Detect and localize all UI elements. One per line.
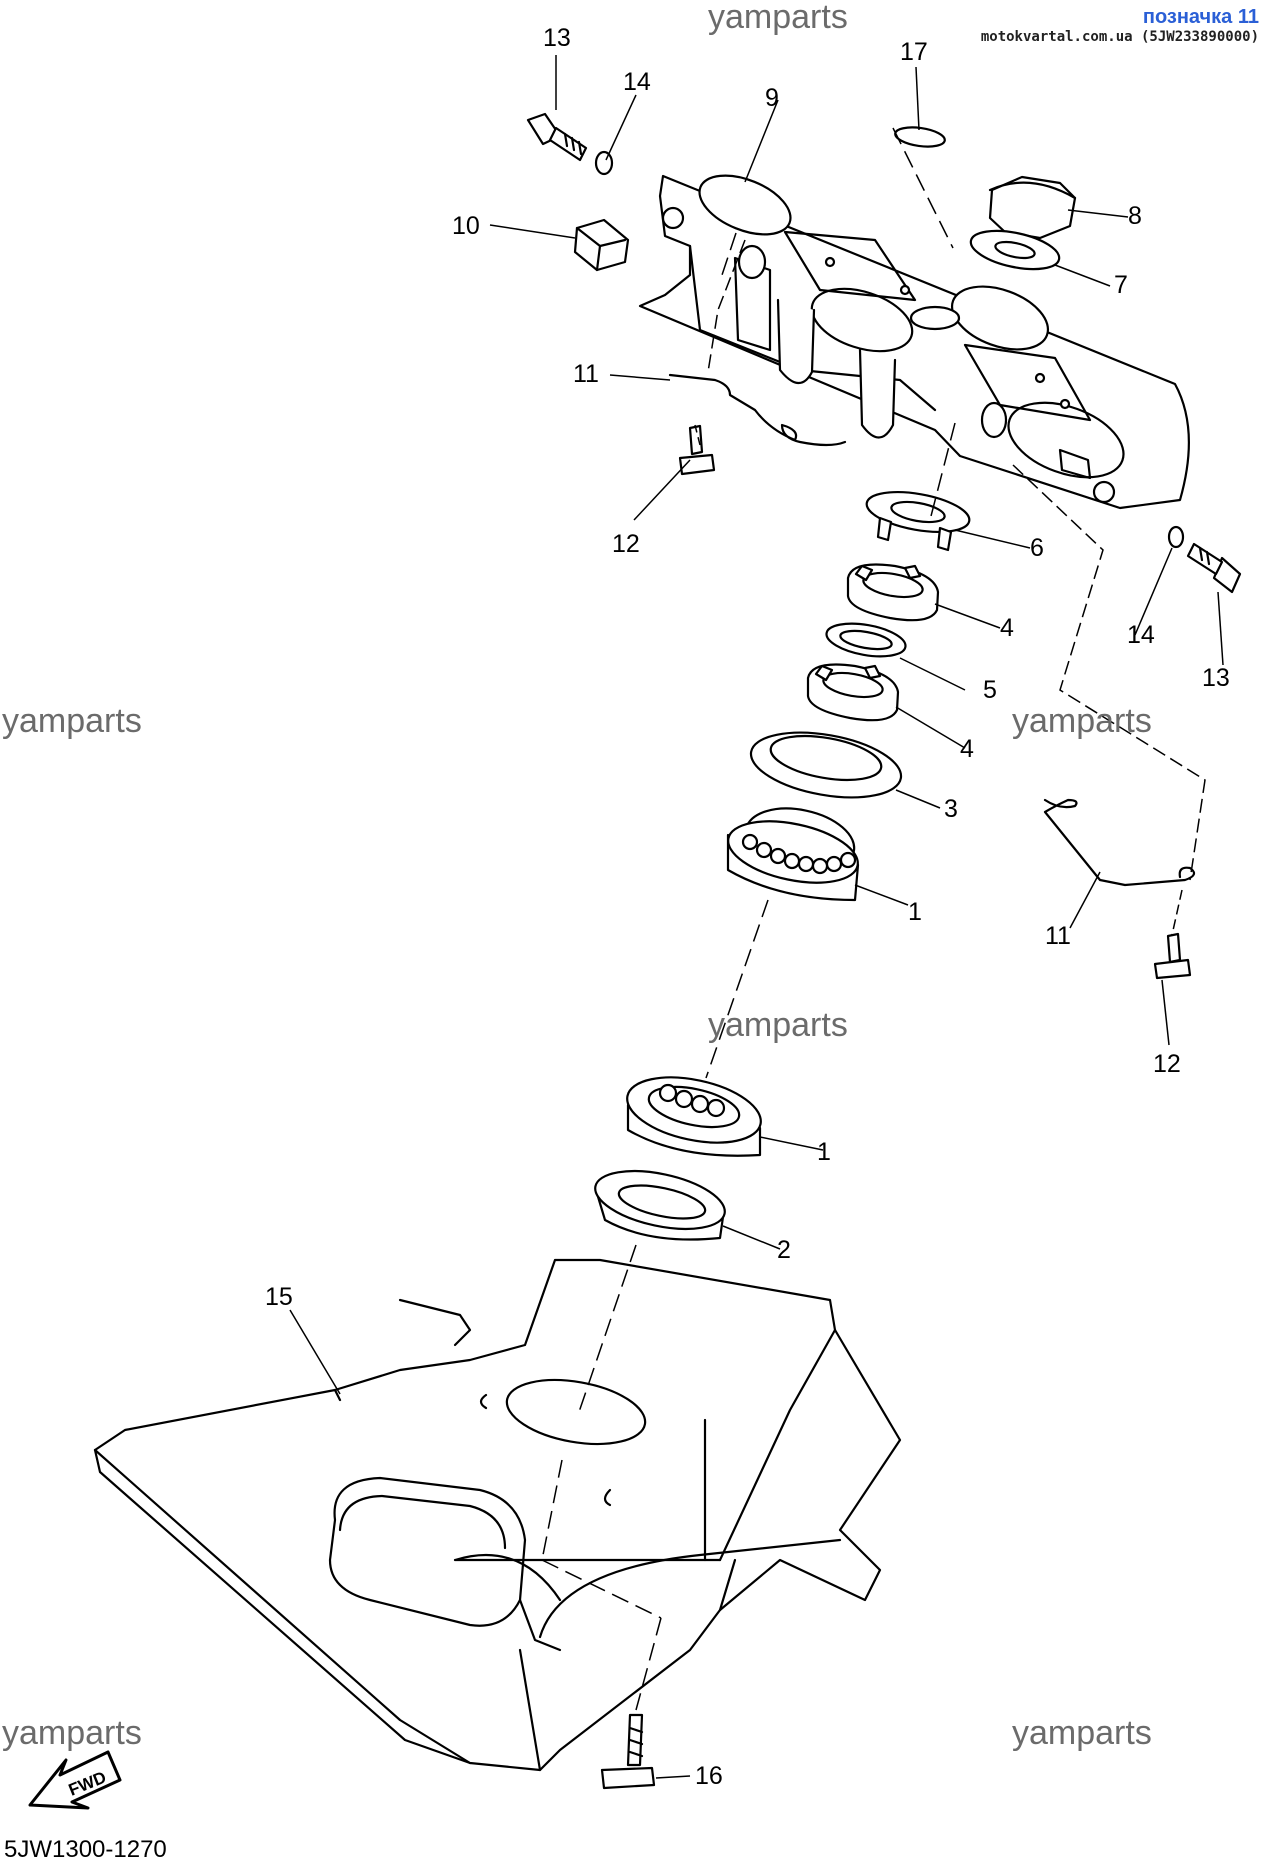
callout-15: 15 <box>265 1283 293 1311</box>
callout-13: 13 <box>1202 664 1230 692</box>
callout-3: 3 <box>944 795 958 823</box>
ball-bearing-upper <box>726 807 860 902</box>
badge-source: motokvartal.com.ua (5JW233890000) <box>980 29 1259 45</box>
wire-clip-left <box>668 373 847 447</box>
callout-16: 16 <box>695 1762 723 1790</box>
lower-cover-guard <box>93 1258 902 1772</box>
watermark: yamparts <box>1012 702 1152 740</box>
flange-bolt-left <box>678 424 716 476</box>
oil-seal <box>594 1170 726 1241</box>
washer-right <box>1167 525 1185 549</box>
callout-17: 17 <box>900 38 928 66</box>
watermark: yamparts <box>2 1714 142 1752</box>
cap-17 <box>894 126 946 148</box>
callout-1: 1 <box>908 898 922 926</box>
callout-12: 12 <box>612 530 640 558</box>
ring-nut-lower <box>806 663 900 722</box>
hex-socket-bolt-right <box>1186 542 1242 594</box>
watermark: yamparts <box>708 1006 848 1044</box>
lock-washer <box>865 491 971 552</box>
wire-clip-right <box>1043 798 1196 887</box>
callout-5: 5 <box>983 676 997 704</box>
crown-nut <box>988 175 1077 240</box>
callout-7: 7 <box>1114 271 1128 299</box>
callout-13: 13 <box>543 24 571 52</box>
hex-socket-bolt-left <box>526 112 588 162</box>
callout-8: 8 <box>1128 202 1142 230</box>
ball-bearing-lower <box>626 1076 762 1157</box>
callout-11: 11 <box>573 360 599 388</box>
source-badge: позначка 11 motokvartal.com.ua (5JW23389… <box>981 6 1259 45</box>
callout-2: 2 <box>777 1236 791 1264</box>
watermark: yamparts <box>708 0 848 36</box>
callout-11: 11 <box>1045 922 1071 950</box>
callout-14: 14 <box>623 68 651 96</box>
flange-bolt-right <box>1153 932 1192 980</box>
callout-1: 1 <box>817 1138 831 1166</box>
callout-12: 12 <box>1153 1050 1181 1078</box>
callout-10: 10 <box>452 212 480 240</box>
callout-4: 4 <box>960 735 974 763</box>
callout-9: 9 <box>765 84 779 112</box>
callout-4: 4 <box>1000 614 1014 642</box>
flat-washer <box>969 229 1061 271</box>
spacer-washer <box>825 622 907 658</box>
washer-left <box>594 150 614 176</box>
flange-bolt-16 <box>600 1713 656 1790</box>
callout-14: 14 <box>1127 621 1155 649</box>
diagram-code: 5JW1300-1270 <box>4 1836 167 1863</box>
bearing-cover <box>749 731 903 799</box>
fwd-arrow: FWD <box>28 1750 122 1810</box>
callout-6: 6 <box>1030 534 1044 562</box>
upper-bracket <box>638 174 1190 510</box>
damper-block <box>573 218 630 272</box>
watermark: yamparts <box>1012 1714 1152 1752</box>
badge-label: позначка 11 <box>1142 6 1259 28</box>
ring-nut-upper <box>846 563 940 622</box>
watermark: yamparts <box>2 702 142 740</box>
